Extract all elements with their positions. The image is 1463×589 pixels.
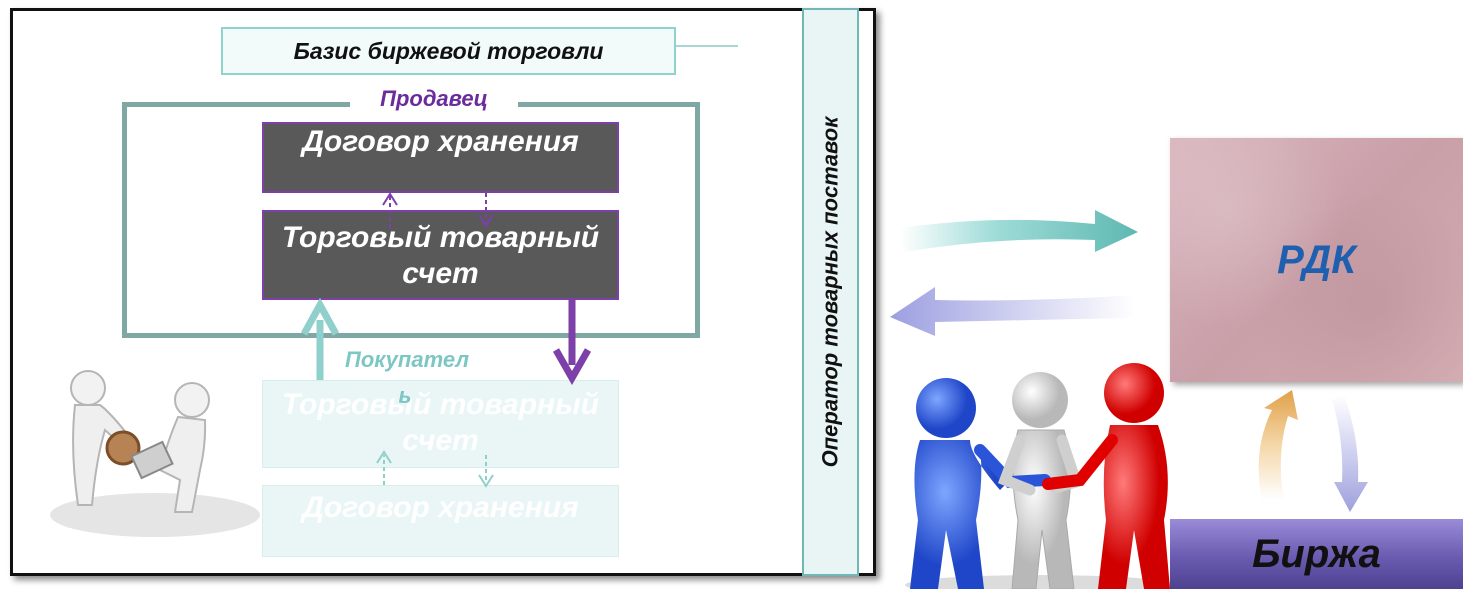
rdk-label: РДК [1277, 237, 1356, 282]
operator-panel [802, 8, 859, 576]
people-stamp-icon [50, 370, 260, 537]
buyer-account-text: Торговый товарный счет [281, 388, 600, 457]
basis-label: Базис биржевой торговли [293, 37, 604, 64]
seller-storage-contract: Договор хранения [262, 122, 619, 193]
buyer-storage-contract: Договор хранения [262, 485, 619, 557]
seller-trade-account: Торговый товарный счет [262, 210, 619, 300]
scheme-arrows [50, 8, 859, 576]
seller-label: Продавец [350, 86, 518, 112]
buyer-trade-account: Торговый товарный счет [262, 380, 619, 468]
rdk-box: РДК [1170, 138, 1463, 382]
buyer-label: Покупател ь [345, 347, 470, 408]
exchange-box: Биржа [1170, 519, 1463, 589]
basis-label-box: Базис биржевой торговли [221, 27, 676, 75]
arrow-down-icon [1332, 395, 1368, 512]
exchange-label: Биржа [1252, 531, 1381, 576]
right-illustrations [890, 210, 1368, 589]
three-people-handshake-icon [905, 363, 1175, 589]
arrow-right-icon [900, 210, 1138, 252]
buyer-storage-text: Договор хранения [302, 491, 579, 524]
arrow-up-icon [1258, 390, 1298, 500]
arrow-left-icon [890, 287, 1135, 336]
operator-label: Оператор товарных поставок [817, 116, 843, 468]
operator-label-wrap: Оператор товарных поставок [802, 8, 859, 576]
seller-storage-text: Договор хранения [302, 125, 579, 158]
basis-connector-line [676, 45, 738, 47]
buyer-to-seller-arrow [300, 297, 340, 380]
seller-to-buyer-arrow [552, 300, 592, 386]
seller-account-text: Торговый товарный счет [281, 221, 600, 290]
